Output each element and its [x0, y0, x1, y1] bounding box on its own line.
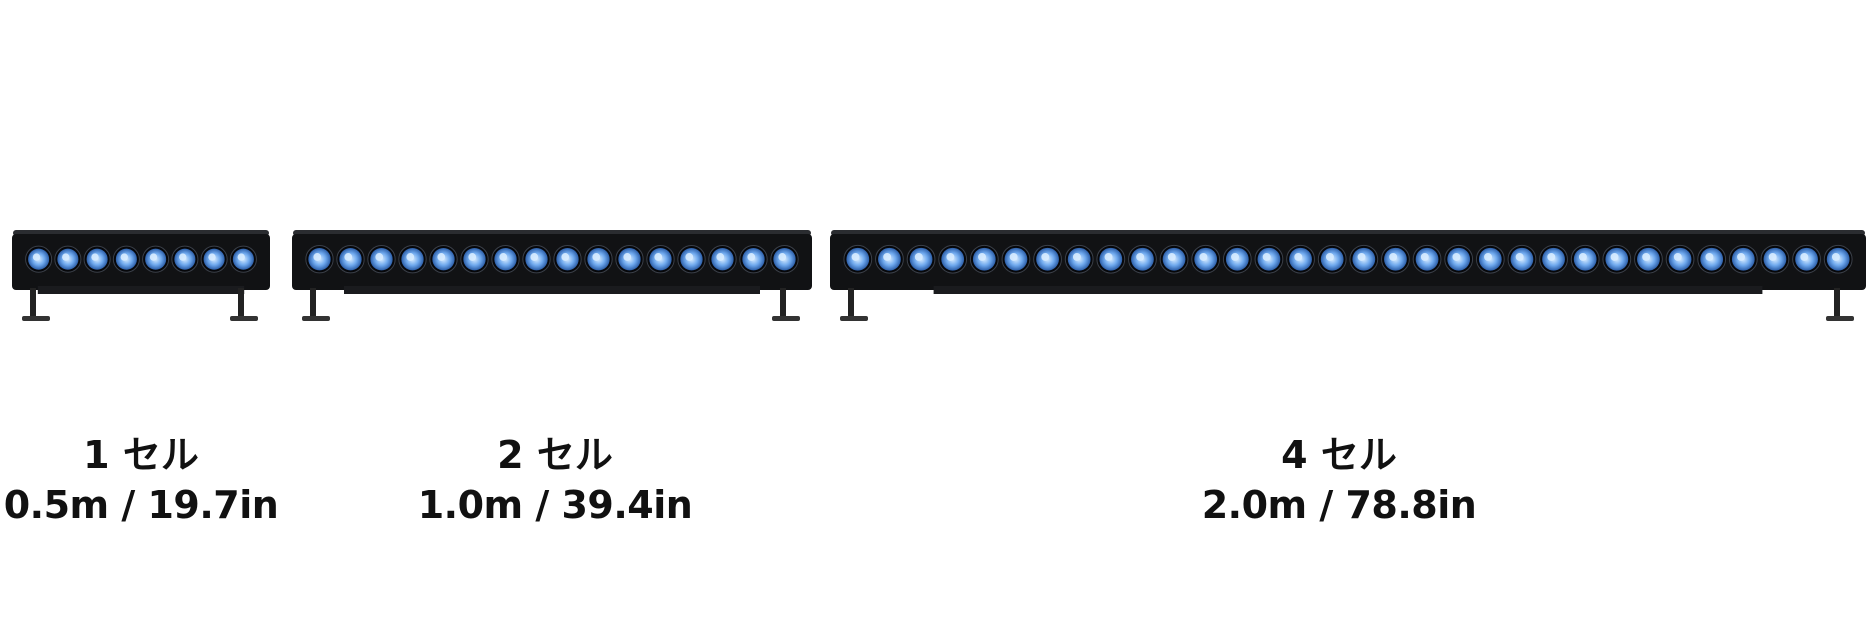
led-highlight — [1389, 252, 1398, 261]
mount-bracket-right-base — [772, 316, 800, 321]
mount-bracket-right — [238, 288, 244, 318]
led-highlight — [1009, 252, 1018, 261]
light-bar-2-cell-graphic — [292, 230, 812, 321]
cell-count-label: 1 セル — [83, 433, 199, 477]
mount-bracket-left — [310, 288, 316, 318]
led-highlight — [468, 253, 477, 261]
light-bar-4-cell — [830, 228, 1866, 328]
light-bar-1-cell-graphic — [12, 230, 270, 321]
led-highlight — [1420, 252, 1429, 261]
led-highlight — [437, 253, 446, 261]
led-highlight — [1357, 252, 1366, 261]
housing-underside — [37, 286, 245, 294]
led-highlight — [1705, 252, 1714, 261]
cell-count-label: 4 セル — [1281, 433, 1397, 477]
led-highlight — [623, 253, 632, 261]
led-highlight — [1325, 252, 1334, 261]
led-highlight — [1610, 252, 1619, 261]
light-bar-2-cell — [292, 228, 812, 328]
housing-underside — [344, 286, 760, 294]
housing — [12, 234, 270, 290]
led-highlight — [1231, 252, 1240, 261]
led-highlight — [1578, 252, 1587, 261]
led-highlight — [1262, 252, 1271, 261]
led-highlight — [149, 253, 158, 261]
led-highlight — [499, 253, 508, 261]
product-label-2-cell: 2 セル 1.0m / 39.4in — [396, 430, 714, 530]
housing — [292, 234, 812, 290]
led-highlight — [1547, 252, 1556, 261]
led-highlight — [778, 253, 787, 261]
led-highlight — [1642, 252, 1651, 261]
led-highlight — [914, 252, 923, 261]
mount-bracket-left-base — [22, 316, 50, 321]
led-highlight — [1768, 252, 1777, 261]
product-label-1-cell: 1 セル 0.5m / 19.7in — [0, 430, 282, 530]
led-highlight — [592, 253, 601, 261]
length-label: 1.0m / 39.4in — [417, 483, 693, 527]
mount-bracket-right-base — [1826, 316, 1854, 321]
length-label: 2.0m / 78.8in — [1201, 483, 1477, 527]
led-highlight — [1737, 252, 1746, 261]
led-highlight — [1136, 252, 1145, 261]
led-highlight — [1294, 252, 1303, 261]
led-highlight — [978, 252, 987, 261]
led-highlight — [530, 253, 539, 261]
led-highlight — [561, 253, 570, 261]
mount-bracket-left — [848, 288, 854, 318]
led-highlight — [946, 252, 955, 261]
light-bar-1-cell — [12, 228, 270, 328]
led-highlight — [32, 253, 41, 261]
product-label-4-cell: 4 セル 2.0m / 78.8in — [1180, 430, 1498, 530]
led-highlight — [1484, 252, 1493, 261]
led-highlight — [654, 253, 663, 261]
mount-bracket-right — [1834, 288, 1840, 318]
led-highlight — [406, 253, 415, 261]
cell-count-label: 2 セル — [497, 433, 613, 477]
led-highlight — [208, 253, 216, 261]
led-highlight — [1673, 252, 1682, 261]
led-highlight — [1104, 252, 1113, 261]
led-highlight — [1199, 252, 1208, 261]
led-highlight — [851, 252, 860, 261]
led-highlight — [1515, 252, 1524, 261]
led-highlight — [1452, 252, 1461, 261]
led-highlight — [1800, 252, 1809, 261]
length-label: 0.5m / 19.7in — [3, 483, 279, 527]
led-highlight — [883, 252, 892, 261]
mount-bracket-left-base — [840, 316, 868, 321]
led-highlight — [1041, 252, 1050, 261]
led-highlight — [91, 253, 99, 261]
led-highlight — [120, 253, 128, 261]
led-highlight — [179, 253, 187, 261]
led-highlight — [685, 253, 694, 261]
mount-bracket-right-base — [230, 316, 258, 321]
led-highlight — [1072, 252, 1081, 261]
mount-bracket-left-base — [302, 316, 330, 321]
led-highlight — [62, 253, 70, 261]
light-bar-4-cell-graphic — [830, 230, 1866, 321]
led-highlight — [237, 253, 245, 261]
led-highlight — [1831, 252, 1840, 261]
housing-underside — [933, 286, 1763, 294]
mount-bracket-left — [30, 288, 36, 318]
led-highlight — [716, 253, 725, 261]
led-highlight — [1167, 252, 1176, 261]
led-highlight — [313, 253, 322, 261]
mount-bracket-right — [780, 288, 786, 318]
led-highlight — [344, 253, 353, 261]
led-highlight — [375, 253, 384, 261]
led-highlight — [747, 253, 756, 261]
housing — [830, 234, 1866, 290]
